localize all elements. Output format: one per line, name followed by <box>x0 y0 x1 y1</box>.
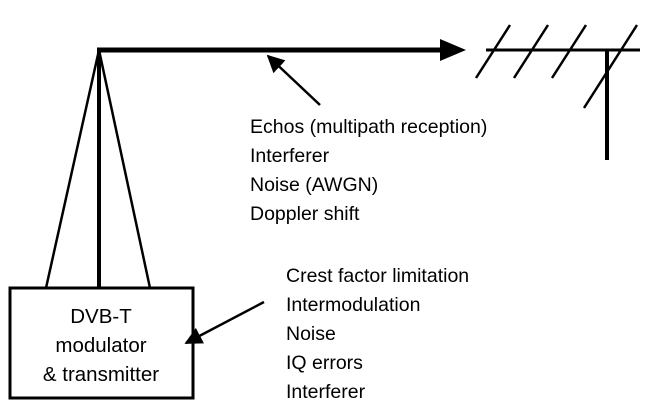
mast-right-leg <box>97 49 152 289</box>
channel-impairment-item: Interferer <box>250 145 330 167</box>
transmitter-impairment-item: IQ errors <box>286 352 363 374</box>
transmitter-impairment-item: Intermodulation <box>286 294 420 316</box>
transmitter-box-label-line: DVB-T <box>70 305 132 328</box>
transmitter-impairments-list: Crest factor limitation Intermodulation … <box>286 265 469 403</box>
receive-antenna-icon <box>474 24 640 160</box>
antenna-element-2 <box>512 24 550 79</box>
transmission-path-arrow <box>97 39 466 61</box>
transmitter-box-label-line: modulator <box>55 334 146 357</box>
transmitter-impairments-pointer-arrow <box>184 300 265 345</box>
channel-impairment-item: Noise (AWGN) <box>250 174 378 196</box>
channel-impairment-item: Doppler shift <box>250 203 360 225</box>
transmission-path-arrowhead <box>440 39 466 61</box>
channel-impairments-pointer-arrow <box>266 54 321 106</box>
channel-impairment-item: Echos (multipath reception) <box>250 116 487 138</box>
antenna-element-4 <box>582 24 639 109</box>
transmitter-box-label-line: & transmitter <box>43 363 159 386</box>
transmitter-impairment-item: Crest factor limitation <box>286 265 469 287</box>
antenna-element-1 <box>474 24 512 79</box>
transmitter-box: DVB-T modulator & transmitter <box>8 286 195 400</box>
transmitter-box-frame <box>8 286 195 400</box>
antenna-element-3 <box>550 24 588 79</box>
transmit-mast-icon <box>44 49 152 289</box>
channel-impairments-list: Echos (multipath reception) Interferer N… <box>250 116 487 225</box>
transmitter-impairment-item: Noise <box>286 323 336 345</box>
transmitter-impairment-item: Interferer <box>286 381 366 403</box>
mast-left-leg <box>44 49 101 289</box>
